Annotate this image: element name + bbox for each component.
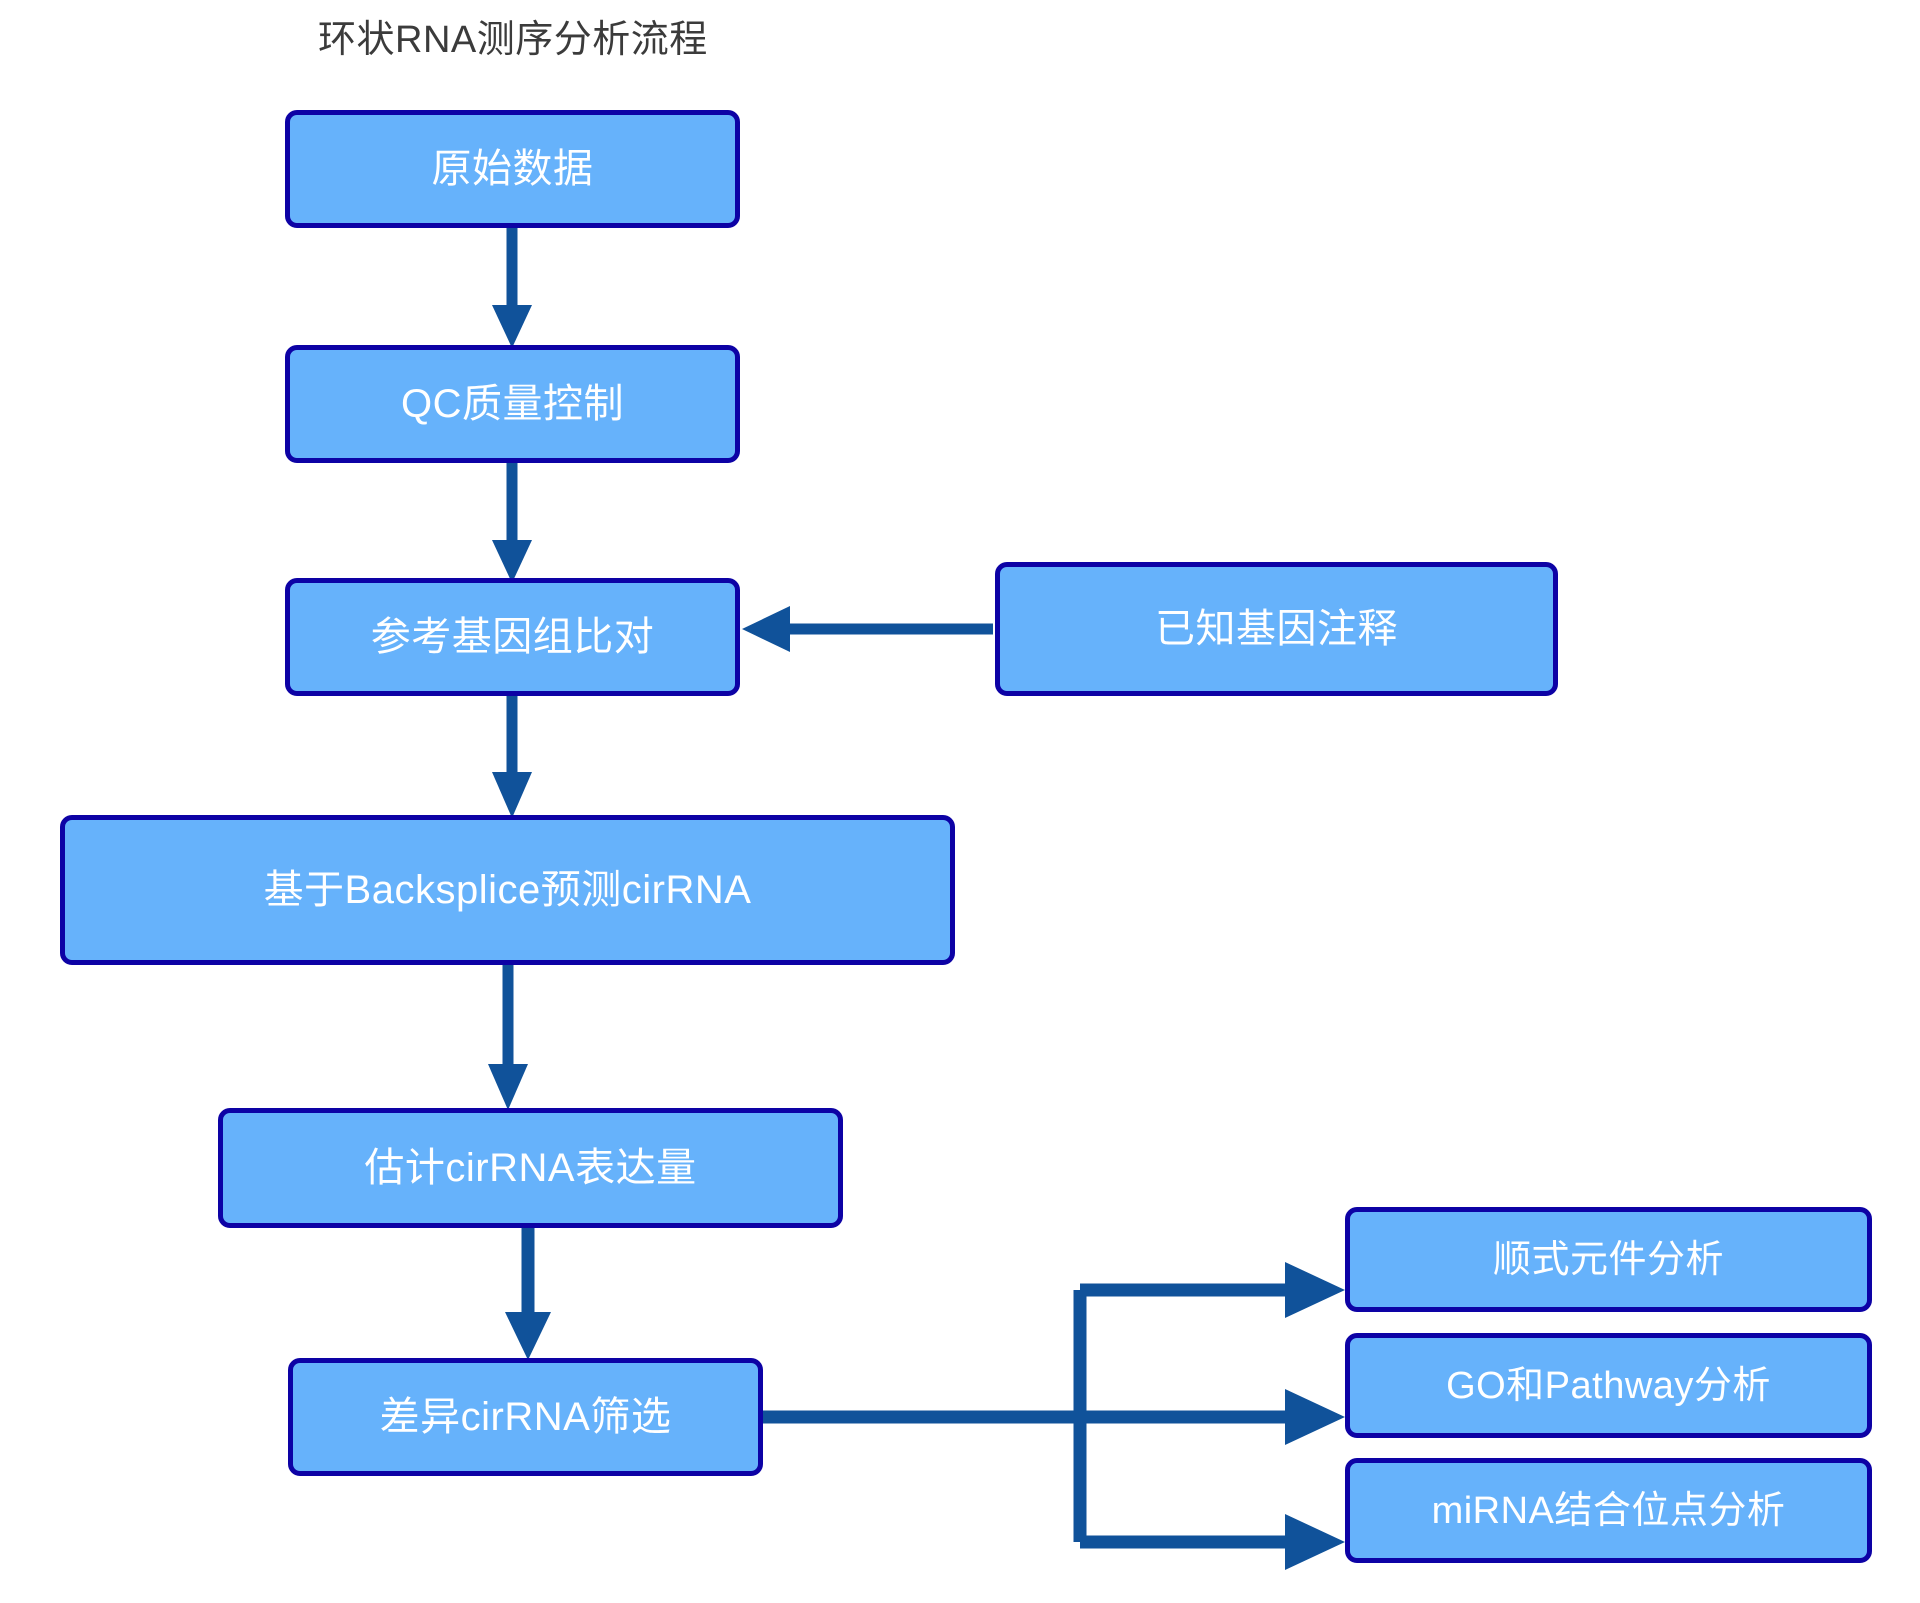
edge-expression-to-diff xyxy=(505,1228,551,1360)
edge-raw-to-qc xyxy=(492,228,532,348)
edge-annotation-to-align xyxy=(742,606,993,652)
node-raw-data[interactable]: 原始数据 xyxy=(285,110,740,228)
node-backsplice[interactable]: 基于Backsplice预测cirRNA xyxy=(60,815,955,965)
node-genome-align-label: 参考基因组比对 xyxy=(370,615,655,659)
node-mirna-site[interactable]: miRNA结合位点分析 xyxy=(1345,1458,1872,1563)
node-genome-align[interactable]: 参考基因组比对 xyxy=(285,578,740,696)
node-qc-label: QC质量控制 xyxy=(401,382,624,426)
node-go-pathway[interactable]: GO和Pathway分析 xyxy=(1345,1333,1872,1438)
edge-qc-to-align xyxy=(492,463,532,583)
node-cis-element-label: 顺式元件分析 xyxy=(1492,1238,1724,1281)
edge-align-to-backsplice xyxy=(492,696,532,818)
node-cis-element[interactable]: 顺式元件分析 xyxy=(1345,1207,1872,1312)
page-title: 环状RNA测序分析流程 xyxy=(318,19,708,61)
edge-backsplice-to-expression xyxy=(488,965,528,1110)
node-diff-screen-label: 差异cirRNA筛选 xyxy=(379,1395,672,1439)
node-raw-data-label: 原始数据 xyxy=(431,147,594,191)
edge-diff-branches xyxy=(763,1262,1345,1570)
node-go-pathway-label: GO和Pathway分析 xyxy=(1446,1364,1771,1407)
node-diff-screen[interactable]: 差异cirRNA筛选 xyxy=(288,1358,763,1476)
node-mirna-site-label: miRNA结合位点分析 xyxy=(1431,1489,1786,1532)
node-qc[interactable]: QC质量控制 xyxy=(285,345,740,463)
node-expression[interactable]: 估计cirRNA表达量 xyxy=(218,1108,843,1228)
node-gene-annotation[interactable]: 已知基因注释 xyxy=(995,562,1558,696)
node-backsplice-label: 基于Backsplice预测cirRNA xyxy=(263,868,752,912)
node-gene-annotation-label: 已知基因注释 xyxy=(1155,607,1398,651)
node-expression-label: 估计cirRNA表达量 xyxy=(364,1146,697,1190)
